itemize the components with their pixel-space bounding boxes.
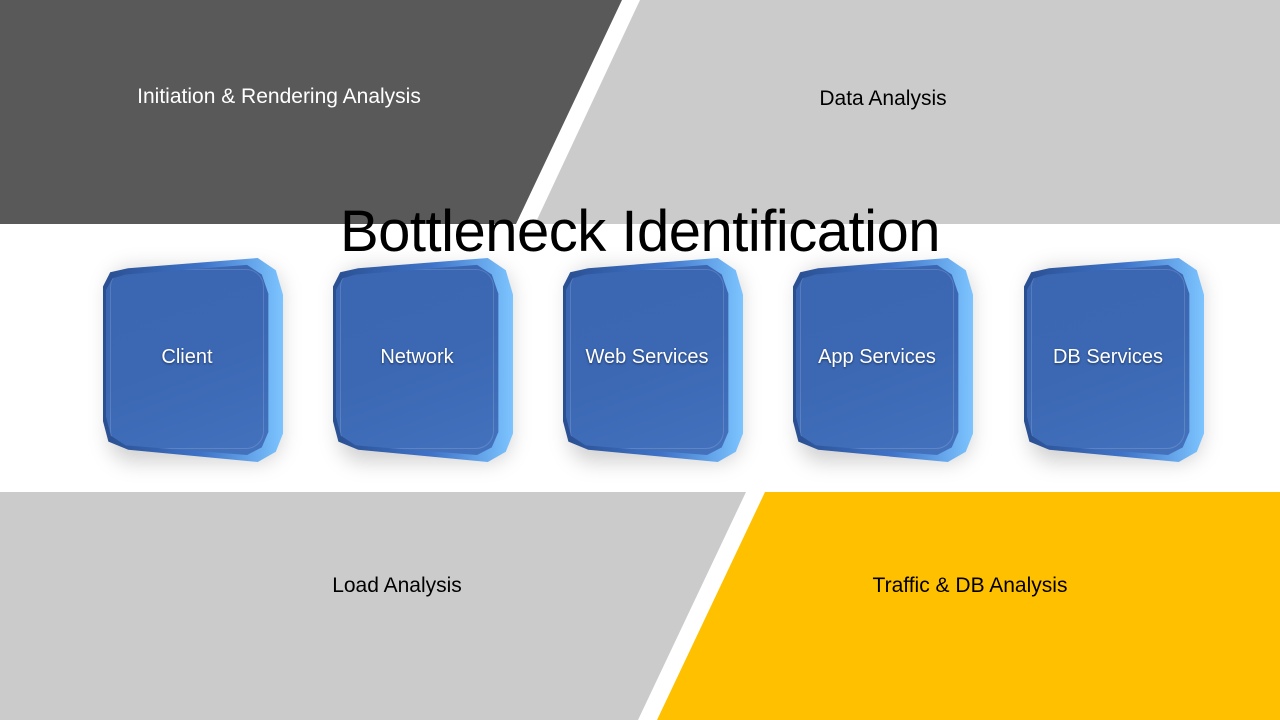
panel-load-analysis [0, 492, 746, 720]
panel-label-initiation-rendering: Initiation & Rendering Analysis [137, 85, 421, 108]
tier-client: Client [103, 258, 285, 464]
panel-label-load-analysis: Load Analysis [332, 574, 462, 597]
tier-db-services: DB Services [1024, 258, 1206, 464]
tier-network: Network [333, 258, 515, 464]
panel-initiation-rendering [0, 0, 622, 224]
tier-label: Client [161, 346, 213, 368]
tier-label: DB Services [1052, 346, 1164, 368]
tier-web-services: Web Services [563, 258, 745, 464]
slide-title: Bottleneck Identification [339, 199, 941, 264]
tier-app-services: App Services [793, 258, 975, 464]
panel-label-traffic-db: Traffic & DB Analysis [872, 574, 1068, 597]
panel-traffic-db [657, 492, 1280, 720]
tier-label: App Services [818, 346, 936, 368]
panel-label-data-analysis: Data Analysis [819, 87, 947, 110]
tier-label: Web Services [585, 346, 709, 368]
panel-data-analysis [535, 0, 1280, 224]
tier-label: Network [380, 346, 454, 368]
